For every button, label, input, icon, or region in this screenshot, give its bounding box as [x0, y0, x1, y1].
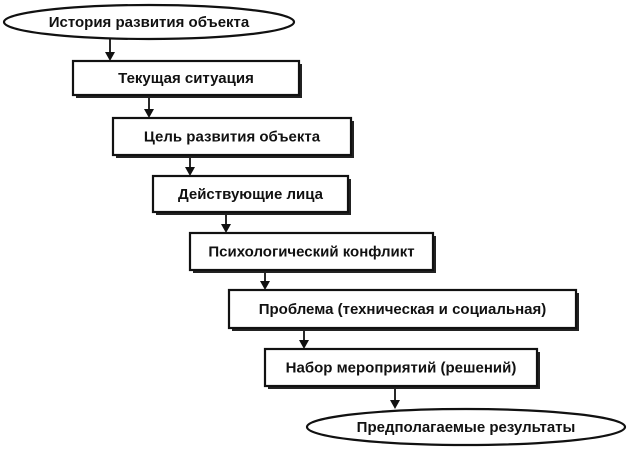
node-label: Действующие лица — [178, 186, 324, 203]
node-expected-results: Предполагаемые результаты — [305, 407, 627, 447]
node-actors: Действующие лица — [151, 174, 351, 215]
arrow-history-to-current-situation — [105, 39, 115, 61]
arrow-actors-to-psych-conflict — [221, 212, 231, 233]
node-label: Предполагаемые результаты — [357, 419, 576, 436]
node-development-goal: Цель развития объекта — [111, 116, 354, 158]
arrow-head-icon — [144, 109, 154, 118]
arrow-development-goal-to-actors — [185, 155, 195, 176]
node-label: Цель развития объекта — [144, 129, 321, 146]
box-shape — [151, 174, 350, 214]
node-label: Психологический конфликт — [208, 244, 414, 261]
node-psych-conflict: Психологический конфликт — [188, 231, 436, 273]
node-history: История развития объекта — [2, 3, 296, 41]
arrow-head-icon — [185, 167, 195, 176]
arrow-current-situation-to-development-goal — [144, 95, 154, 118]
node-label: История развития объекта — [49, 14, 250, 31]
node-label: Текущая ситуация — [118, 70, 254, 87]
node-label: Набор мероприятий (решений) — [286, 360, 517, 377]
node-problem: Проблема (техническая и социальная) — [227, 288, 579, 331]
box-shape — [263, 347, 539, 388]
arrow-head-icon — [299, 340, 309, 349]
arrow-head-icon — [260, 281, 270, 290]
box-shape — [71, 59, 301, 97]
arrow-head-icon — [221, 224, 231, 233]
node-label: Проблема (техническая и социальная) — [259, 301, 547, 318]
box-shape — [188, 231, 435, 272]
box-shape — [227, 288, 578, 330]
ellipse-shape — [305, 407, 627, 447]
node-measures: Набор мероприятий (решений) — [263, 347, 540, 389]
arrow-measures-to-expected-results — [390, 386, 400, 409]
arrow-head-icon — [390, 400, 400, 409]
ellipse-shape — [2, 3, 296, 41]
arrow-problem-to-measures — [299, 328, 309, 349]
box-shape — [111, 116, 353, 157]
arrow-head-icon — [105, 52, 115, 61]
node-current-situation: Текущая ситуация — [71, 59, 302, 98]
